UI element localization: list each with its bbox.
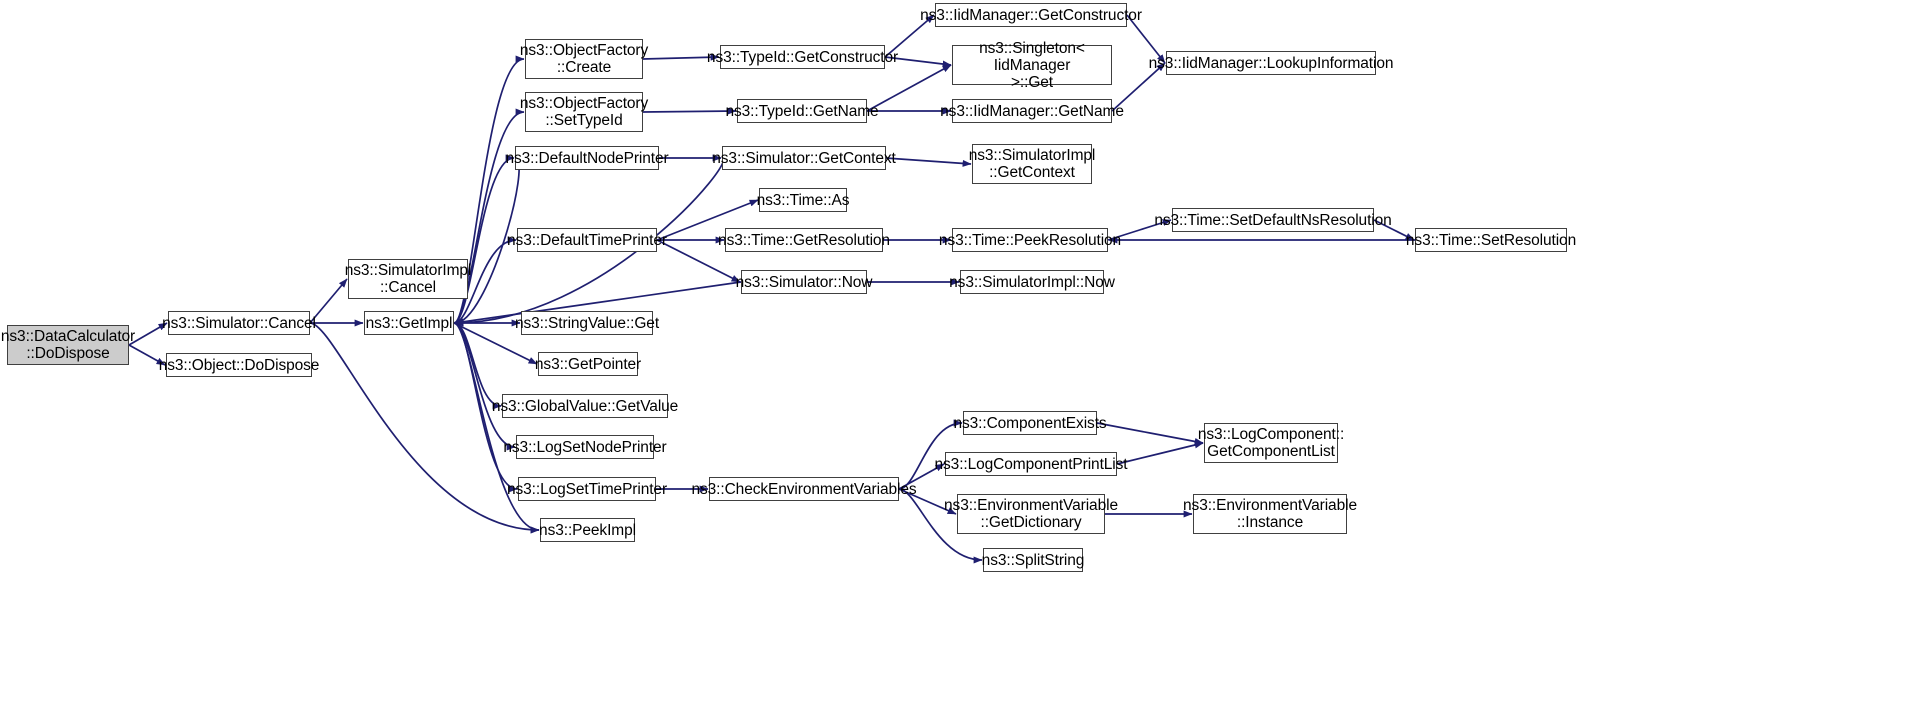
graph-node[interactable]: ns3::ObjectFactory ::SetTypeId bbox=[520, 92, 648, 132]
graph-node[interactable]: ns3::PeekImpl bbox=[539, 518, 636, 542]
graph-node[interactable]: ns3::IidManager::GetConstructor bbox=[920, 3, 1142, 27]
call-edge bbox=[1096, 422, 1204, 445]
call-edge bbox=[309, 322, 540, 534]
graph-node[interactable]: ns3::TypeId::GetName bbox=[725, 99, 879, 123]
call-edge bbox=[642, 107, 737, 115]
graph-node[interactable]: ns3::DefaultNodePrinter bbox=[505, 146, 669, 170]
graph-node[interactable]: ns3::IidManager::GetName bbox=[940, 99, 1124, 123]
graph-node[interactable]: ns3::SimulatorImpl::Now bbox=[949, 270, 1115, 294]
call-edge bbox=[1116, 441, 1204, 465]
graph-node[interactable]: ns3::IidManager::LookupInformation bbox=[1149, 51, 1393, 75]
graph-node[interactable]: ns3::Time::PeekResolution bbox=[939, 228, 1121, 252]
call-edge bbox=[453, 322, 516, 451]
graph-node[interactable]: ns3::Time::SetResolution bbox=[1406, 228, 1576, 252]
graph-node[interactable]: ns3::DefaultTimePrinter bbox=[507, 228, 667, 252]
graph-node[interactable]: ns3::Time::SetDefaultNsResolution bbox=[1154, 208, 1392, 232]
graph-node[interactable]: ns3::SimulatorImpl ::Cancel bbox=[345, 259, 471, 299]
graph-node[interactable]: ns3::ObjectFactory ::Create bbox=[520, 39, 648, 79]
graph-node[interactable]: ns3::CheckEnvironmentVariables bbox=[691, 477, 917, 501]
graph-node[interactable]: ns3::GetPointer bbox=[535, 352, 641, 376]
graph-node[interactable]: ns3::Time::As bbox=[757, 188, 850, 212]
graph-node[interactable]: ns3::Time::GetResolution bbox=[718, 228, 890, 252]
graph-node[interactable]: ns3::LogSetNodePrinter bbox=[503, 435, 667, 459]
graph-node[interactable]: ns3::GlobalValue::GetValue bbox=[492, 394, 678, 418]
graph-node[interactable]: ns3::Simulator::GetContext bbox=[712, 146, 896, 170]
call-edge bbox=[453, 322, 502, 410]
graph-node[interactable]: ns3::Object::DoDispose bbox=[159, 353, 319, 377]
graph-node[interactable]: ns3::StringValue::Get bbox=[515, 311, 659, 335]
graph-node[interactable]: ns3::LogComponent:: GetComponentList bbox=[1198, 423, 1344, 463]
graph-node[interactable]: ns3::EnvironmentVariable ::Instance bbox=[1183, 494, 1357, 534]
graph-node[interactable]: ns3::LogComponentPrintList bbox=[935, 452, 1128, 476]
graph-node[interactable]: ns3::Simulator::Now bbox=[736, 270, 873, 294]
graph-node[interactable]: ns3::EnvironmentVariable ::GetDictionary bbox=[944, 494, 1118, 534]
graph-node[interactable]: ns3::SimulatorImpl ::GetContext bbox=[969, 144, 1095, 184]
graph-node[interactable]: ns3::Simulator::Cancel bbox=[162, 311, 316, 335]
call-edge bbox=[885, 157, 972, 167]
call-edge bbox=[866, 64, 952, 112]
graph-node[interactable]: ns3::Singleton< IidManager >::Get bbox=[952, 40, 1112, 91]
graph-node[interactable]: ns3::TypeId::GetConstructor bbox=[707, 45, 898, 69]
graph-node[interactable]: ns3::ComponentExists bbox=[953, 411, 1107, 435]
graph-node[interactable]: ns3::DataCalculator ::DoDispose bbox=[1, 325, 135, 365]
graph-node[interactable]: ns3::GetImpl bbox=[364, 311, 454, 335]
graph-node[interactable]: ns3::LogSetTimePrinter bbox=[507, 477, 667, 501]
graph-node[interactable]: ns3::SplitString bbox=[982, 548, 1084, 572]
